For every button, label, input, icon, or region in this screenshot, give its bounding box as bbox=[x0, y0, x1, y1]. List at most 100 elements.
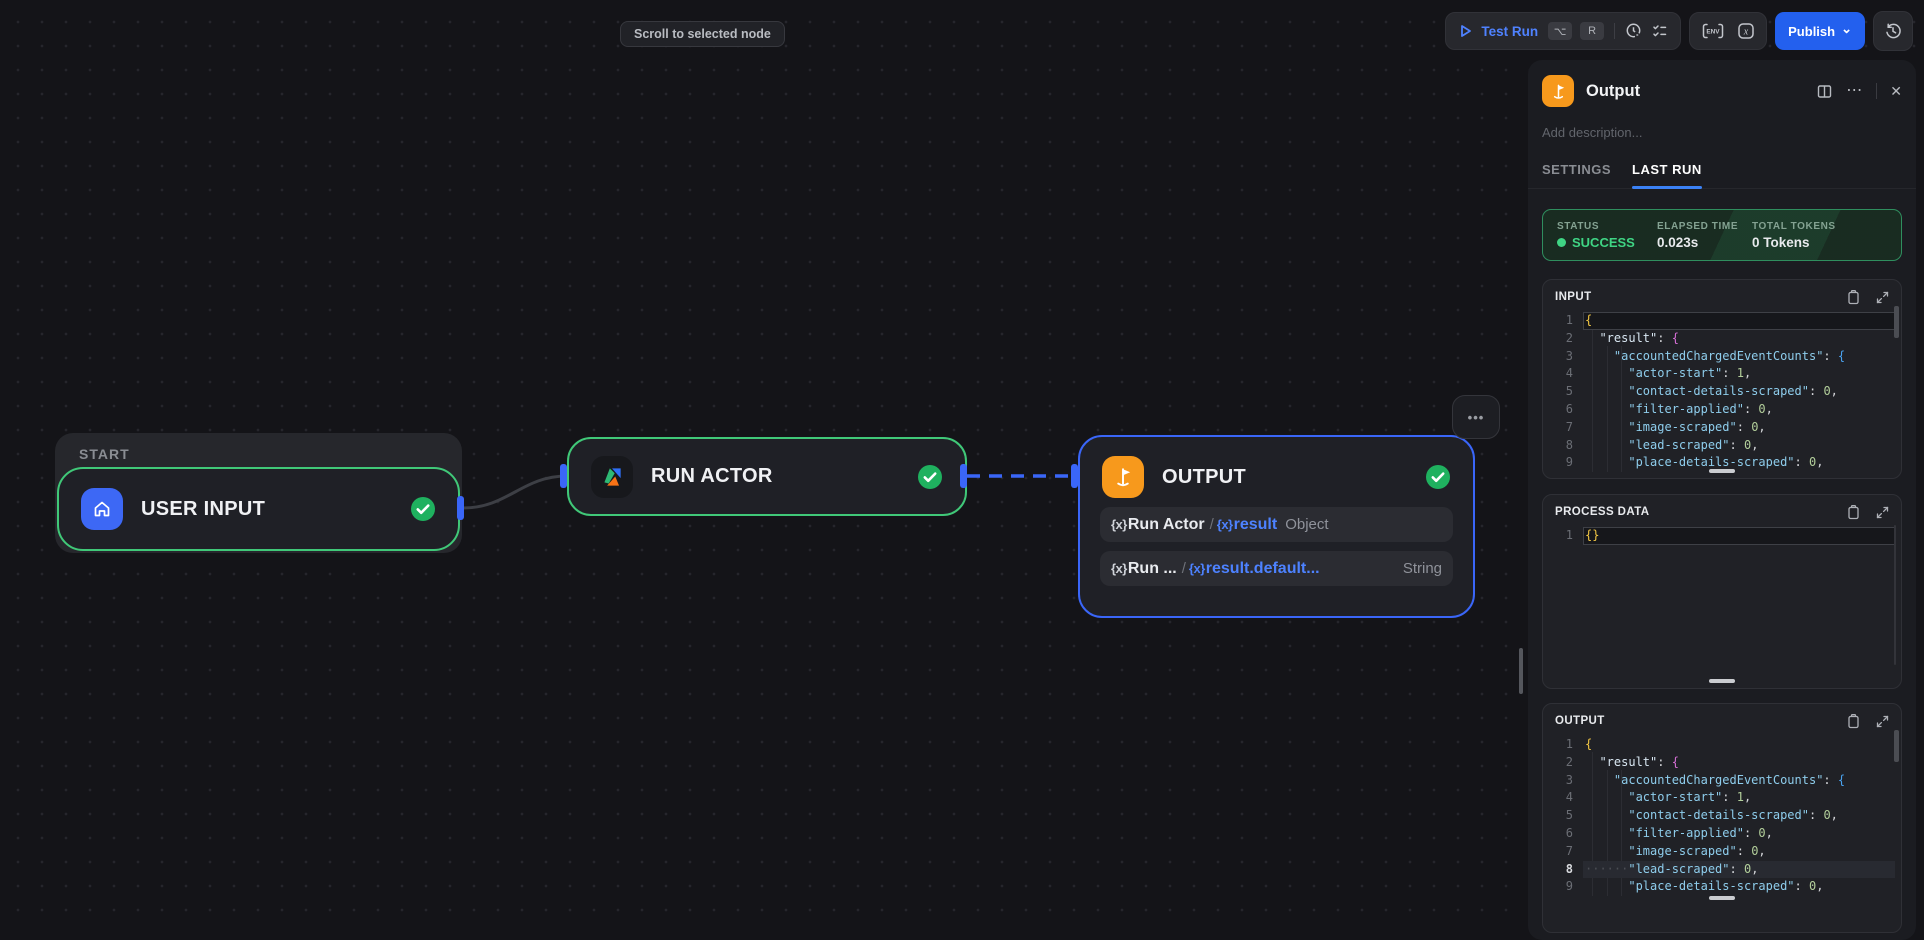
node-title: RUN ACTOR bbox=[651, 465, 773, 487]
expand-icon[interactable] bbox=[1876, 715, 1889, 728]
resize-handle[interactable] bbox=[1709, 896, 1735, 900]
panel-header: Output ⋯ ✕ bbox=[1542, 74, 1902, 108]
success-check-icon bbox=[410, 496, 436, 522]
svg-text:x: x bbox=[1743, 27, 1749, 38]
panel-actions-divider bbox=[1876, 83, 1878, 99]
mapping-reference: result bbox=[1233, 515, 1278, 533]
resize-handle[interactable] bbox=[1709, 469, 1735, 473]
variable-glyph-icon: {x} bbox=[1111, 517, 1127, 532]
copy-icon[interactable] bbox=[1846, 289, 1861, 305]
top-toolbar: Test Run ⌥ R ENV x bbox=[1445, 11, 1913, 51]
checklist-icon[interactable] bbox=[1651, 23, 1668, 39]
code-line: 2 "result": { bbox=[1565, 330, 1679, 345]
publish-label: Publish bbox=[1788, 23, 1836, 39]
node-more-options-button[interactable]: ••• bbox=[1452, 395, 1500, 439]
expand-icon[interactable] bbox=[1876, 506, 1889, 519]
code-line: 6 "filter-applied": 0, bbox=[1565, 825, 1773, 840]
code-line: 1{ bbox=[1543, 312, 1901, 330]
code-line: 4 "actor-start": 1, bbox=[1565, 790, 1752, 805]
code-editor[interactable]: 1{2 "result": {3 "accountedChargedEventC… bbox=[1543, 734, 1901, 897]
code-line: 5 "contact-details-scraped": 0, bbox=[1565, 384, 1838, 399]
code-line: 3 "accountedChargedEventCounts": { bbox=[1565, 348, 1846, 363]
success-check-icon bbox=[1425, 464, 1451, 490]
copy-icon[interactable] bbox=[1846, 504, 1861, 520]
variable-glyph-icon: {x} bbox=[1216, 517, 1233, 532]
scrollbar-track[interactable] bbox=[1894, 525, 1896, 665]
test-run-group[interactable]: Test Run ⌥ R bbox=[1445, 12, 1682, 50]
output-handle-run-actor[interactable] bbox=[960, 464, 967, 488]
status-dot-icon bbox=[1557, 237, 1566, 247]
resize-handle[interactable] bbox=[1709, 679, 1735, 683]
code-line: 5 "contact-details-scraped": 0, bbox=[1565, 808, 1838, 823]
svg-text:ENV: ENV bbox=[1707, 29, 1721, 36]
variables-group: ENV x bbox=[1689, 12, 1768, 50]
r-key-badge: R bbox=[1580, 22, 1605, 40]
code-line: 9 "place-details-scraped": 0, bbox=[1565, 879, 1824, 894]
tooltip-label: Scroll to selected node bbox=[634, 27, 771, 41]
toolbar-divider bbox=[1614, 23, 1616, 39]
input-handle-output[interactable] bbox=[1071, 464, 1078, 488]
node-title: USER INPUT bbox=[141, 497, 266, 520]
scrollbar-thumb[interactable] bbox=[1894, 730, 1899, 762]
close-icon[interactable]: ✕ bbox=[1890, 82, 1902, 99]
test-run-label[interactable]: Test Run bbox=[1481, 23, 1539, 39]
scrollbar-thumb[interactable] bbox=[1894, 306, 1899, 338]
output-mapping-row[interactable]: {x} Run Actor / {x} result Object bbox=[1100, 507, 1453, 542]
code-line: 7 "image-scraped": 0, bbox=[1565, 419, 1766, 434]
node-details-panel: Output ⋯ ✕ Add description... SETTINGS L… bbox=[1528, 60, 1916, 940]
chevron-down-icon: ⌄ bbox=[1841, 21, 1852, 36]
output-code-block: OUTPUT 1{2 "result": {3 "accountedCharge… bbox=[1542, 703, 1902, 933]
code-block-title: OUTPUT bbox=[1555, 715, 1605, 727]
history-button[interactable] bbox=[1873, 11, 1913, 51]
code-editor[interactable]: 1{} bbox=[1543, 525, 1901, 545]
total-tokens-value: 0 Tokens bbox=[1752, 234, 1810, 250]
mapping-type: Object bbox=[1285, 516, 1329, 533]
code-line: 1{ bbox=[1565, 737, 1593, 751]
schedule-icon[interactable] bbox=[1625, 22, 1643, 40]
input-handle-run-actor[interactable] bbox=[560, 464, 567, 488]
node-output-header: OUTPUT bbox=[1080, 437, 1473, 498]
status-value: SUCCESS bbox=[1557, 235, 1657, 250]
process-data-code-block: PROCESS DATA 1{} bbox=[1542, 494, 1902, 689]
variable-x-icon[interactable]: x bbox=[1737, 22, 1755, 40]
total-tokens-label: TOTAL TOKENS bbox=[1752, 220, 1836, 232]
tab-last-run[interactable]: LAST RUN bbox=[1632, 162, 1702, 189]
mapping-source: Run Actor bbox=[1127, 515, 1205, 533]
expand-icon[interactable] bbox=[1876, 291, 1889, 304]
env-icon[interactable]: ENV bbox=[1701, 22, 1725, 40]
node-output[interactable]: OUTPUT {x} Run Actor / {x} result Object… bbox=[1078, 435, 1475, 618]
alt-key-badge: ⌥ bbox=[1548, 22, 1573, 40]
run-status-card: STATUS SUCCESS ELAPSED TIME 0.023s TOTAL… bbox=[1542, 209, 1902, 261]
panel-tabs: SETTINGS LAST RUN bbox=[1528, 162, 1916, 189]
split-view-icon[interactable] bbox=[1816, 83, 1833, 100]
mapping-separator: / bbox=[1181, 560, 1186, 577]
variable-glyph-icon: {x} bbox=[1111, 561, 1127, 576]
home-icon bbox=[81, 488, 123, 530]
flag-icon bbox=[1542, 75, 1574, 107]
description-input[interactable]: Add description... bbox=[1542, 125, 1643, 140]
code-block-title: PROCESS DATA bbox=[1555, 506, 1650, 518]
status-label: STATUS bbox=[1557, 220, 1600, 232]
mapping-reference: result.default... bbox=[1205, 559, 1320, 577]
node-user-input[interactable]: USER INPUT bbox=[57, 467, 460, 551]
publish-button[interactable]: Publish ⌄ bbox=[1775, 12, 1865, 50]
code-line: 6 "filter-applied": 0, bbox=[1565, 401, 1773, 416]
play-icon bbox=[1458, 23, 1473, 39]
mapping-type: String bbox=[1402, 560, 1442, 577]
scroll-to-node-tooltip: Scroll to selected node bbox=[620, 21, 785, 47]
output-mapping-row[interactable]: {x} Run ... / {x} result.default... Stri… bbox=[1100, 551, 1453, 586]
variable-glyph-icon: {x} bbox=[1188, 561, 1205, 576]
panel-resize-handle[interactable] bbox=[1519, 648, 1523, 694]
copy-icon[interactable] bbox=[1846, 713, 1861, 729]
actor-icon bbox=[591, 455, 633, 498]
elapsed-time-value: 0.023s bbox=[1657, 234, 1699, 250]
panel-more-options-button[interactable]: ⋯ bbox=[1846, 82, 1864, 99]
code-editor[interactable]: 1{2 "result": { 3 "accountedChargedEventC… bbox=[1543, 310, 1901, 473]
output-handle-user-input[interactable] bbox=[457, 496, 464, 520]
tab-settings[interactable]: SETTINGS bbox=[1542, 162, 1612, 177]
history-icon bbox=[1886, 23, 1901, 39]
panel-title: Output bbox=[1586, 81, 1641, 100]
elapsed-time-label: ELAPSED TIME bbox=[1657, 220, 1739, 232]
input-code-block: INPUT 1{2 "result": {3 "accountedCharged… bbox=[1542, 279, 1902, 479]
node-run-actor[interactable]: RUN ACTOR bbox=[567, 437, 967, 516]
